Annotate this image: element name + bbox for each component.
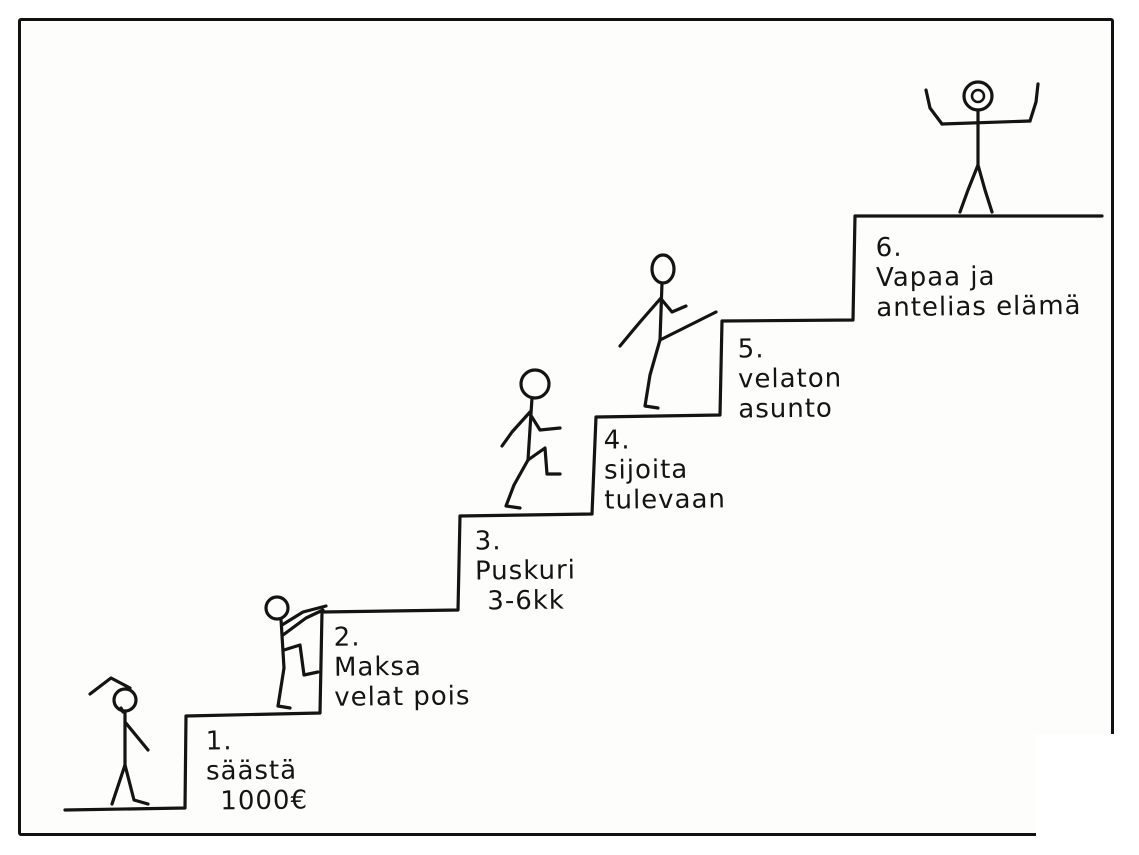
step-5-line-1: velaton — [737, 363, 843, 395]
step-6-number: 6. — [875, 232, 903, 264]
step-3-number: 3. — [474, 526, 502, 557]
step-2-line-2: velat pois — [334, 681, 471, 713]
stick-figure-kicking — [618, 253, 718, 410]
step-5-line-2: asunto — [738, 393, 834, 425]
step-4-label: 4. sijoita tulevaan — [604, 424, 727, 515]
stick-figure-climbing — [264, 595, 328, 710]
staircase-line — [63, 214, 1104, 812]
step-2-label: 2. Maksa velat pois — [334, 621, 471, 712]
step-1-line-2: 1000€ — [220, 785, 309, 817]
step-6-line-2: antelias elämä — [876, 290, 1082, 324]
step-3-label: 3. Puskuri 3-6kk — [475, 525, 577, 616]
step-4-number: 4. — [603, 425, 631, 456]
step-3-line-2: 3-6kk — [487, 585, 566, 617]
stick-figure-thinking — [88, 676, 150, 806]
step-2-number: 2. — [333, 622, 361, 653]
step-2-line-1: Maksa — [333, 651, 423, 683]
step-1-number: 1. — [205, 726, 233, 757]
step-5-label: 5. velaton asunto — [738, 333, 843, 424]
step-4-line-1: sijoita — [603, 454, 689, 486]
step-6-label: 6. Vapaa ja antelias elämä — [876, 231, 1082, 323]
paper-patch — [1036, 734, 1126, 844]
step-1-line-1: säästä — [205, 755, 298, 787]
step-5-number: 5. — [737, 334, 765, 365]
step-4-line-2: tulevaan — [604, 484, 727, 516]
drawing-frame — [18, 18, 1114, 836]
step-1-label: 1. säästä 1000€ — [206, 725, 309, 816]
stick-figure-walking — [500, 368, 562, 510]
stick-figure-celebrating — [924, 80, 1040, 214]
step-6-line-1: Vapaa ja — [875, 261, 996, 294]
step-3-line-1: Puskuri — [474, 555, 577, 587]
